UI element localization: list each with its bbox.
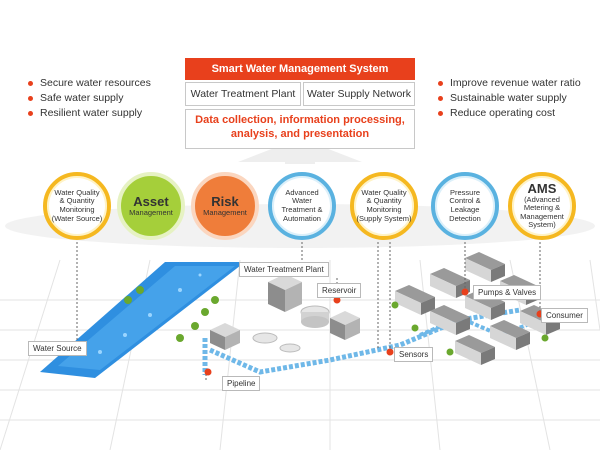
label-water-treatment-plant: Water Treatment Plant [239,262,329,277]
water-treatment-plant-box: Water Treatment Plant [185,82,301,106]
label-pipeline: Pipeline [222,376,261,391]
label-pumps-valves: Pumps & Valves [473,285,542,300]
label-water-source: Water Source [28,341,87,356]
system-title: Smart Water Management System [185,58,415,80]
pump-house [210,323,240,350]
data-line-1: Data collection, information processing, [195,114,405,126]
goal-item: Safe water supply [28,91,151,106]
connector-lines [76,242,541,380]
label-reservoir: Reservoir [317,283,362,298]
goal-item: Sustainable water supply [438,91,581,106]
circle-ams: AMS (Advanced Metering & Management Syst… [508,172,576,240]
circle-asset-management: Asset Management [117,172,185,240]
data-line-2: analysis, and presentation [230,127,370,140]
circle-water-quality-source: Water Quality & Quantity Monitoring (Wat… [43,172,111,240]
circle-advanced-treatment: Advanced Water Treatment & Automation [268,172,336,240]
left-goals-list: Secure water resources Safe water supply… [28,76,151,121]
reservoir-tanks [252,305,360,353]
circle-pressure-control: Pressure Control & Leakage Detection [431,172,499,240]
goal-item: Secure water resources [28,76,151,91]
treatment-plant-building [268,274,302,312]
circle-risk-management: Risk Management [191,172,259,240]
goal-item: Resilient water supply [28,106,151,121]
data-processing-box: Data collection, information processing,… [185,109,415,149]
right-goals-list: Improve revenue water ratio Sustainable … [438,76,581,121]
goal-item: Reduce operating cost [438,106,581,121]
label-consumer: Consumer [541,308,588,323]
water-supply-network-box: Water Supply Network [303,82,415,106]
goal-item: Improve revenue water ratio [438,76,581,91]
label-sensors: Sensors [394,347,434,362]
circle-water-quality-supply: Water Quality & Quantity Monitoring (Sup… [350,172,418,240]
